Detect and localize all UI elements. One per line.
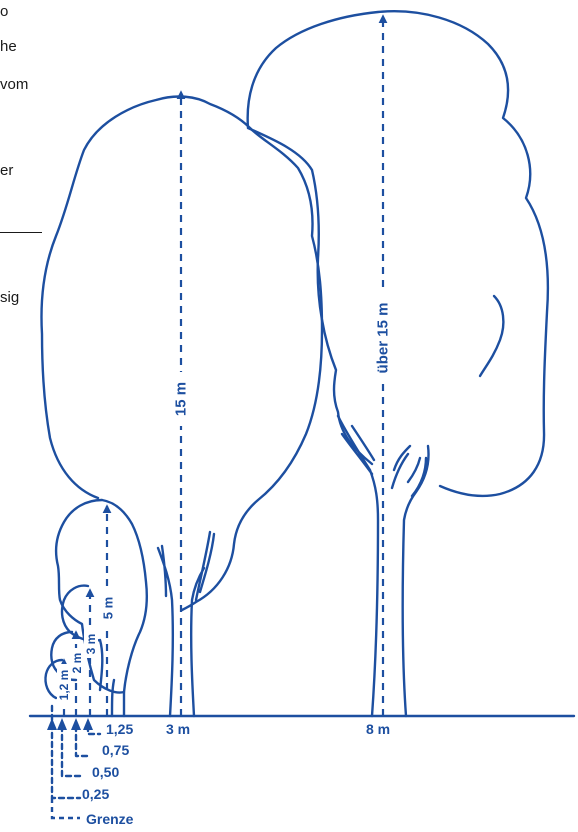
distance-label-0-25: 0,25 [82,786,109,802]
distance-label-0-75: 0,75 [102,742,129,758]
tree-5m-trunk [112,680,124,716]
medium-tree-trunk [158,532,214,716]
height-label-1-2m: 1,2 m [57,670,71,701]
height-label-over-15m: über 15 m [375,303,392,374]
height-label-2m: 2 m [70,653,84,674]
large-tree-crown [248,11,548,496]
distance-arrow-0-75 [71,718,81,730]
height-label-3m: 3 m [84,634,98,655]
distance-label-0-50: 0,50 [92,764,119,780]
distance-arrow-1-25 [83,718,93,730]
height-label-15m: 15 m [173,382,190,416]
distance-arrow-0-25 [47,718,57,730]
distance-arrow-0-50 [57,718,67,730]
distance-label-8m: 8 m [366,721,390,737]
height-label-5m: 5 m [101,597,116,619]
boundary-label: Grenze [86,811,134,827]
boundary-leader [52,798,80,818]
distance-label-3m: 3 m [166,721,190,737]
distance-label-1-25: 1,25 [106,721,133,737]
large-tree-crown-fold [480,296,503,376]
leader-0-25 [62,726,80,776]
